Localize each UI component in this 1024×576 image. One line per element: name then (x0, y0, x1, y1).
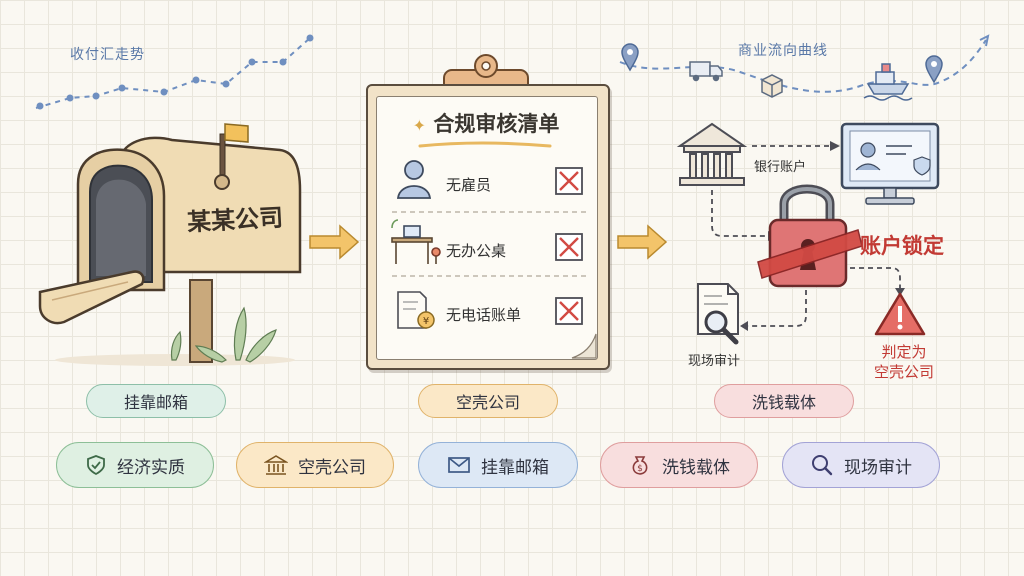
legend-economic-substance: 经济实质 (56, 442, 214, 488)
checklist-item-no-employees: 无雇员 (446, 176, 492, 194)
bank-icon (676, 122, 748, 186)
arrow-right-icon (309, 224, 360, 260)
mailbox-illustration (38, 123, 302, 366)
shield-check-icon (87, 455, 105, 476)
monitor-icon (840, 122, 940, 205)
sparkle-icon: ✦ (412, 116, 427, 135)
checklist-item-no-phone-bill: 无电话账单 (446, 306, 522, 324)
plant-icon (170, 306, 277, 363)
audit-document-icon (697, 283, 739, 345)
truck-icon (689, 61, 723, 82)
shell-company-caption: 空壳公司 (418, 384, 558, 418)
trend-line-right (619, 34, 990, 101)
person-icon (396, 160, 432, 199)
package-icon (761, 74, 783, 98)
legend-laundering-vehicle: $ 洗钱载体 (600, 442, 758, 488)
svg-text:$: $ (637, 464, 643, 474)
bank-icon (264, 455, 288, 475)
legend-mailbox: 挂靠邮箱 (418, 442, 578, 488)
magnifier-icon (812, 455, 833, 476)
bank-account-label: 银行账户 (754, 160, 807, 175)
money-bag-icon: $ (632, 456, 648, 475)
account-locked-label: 账户锁定 (860, 234, 944, 258)
location-pin-icon (621, 43, 639, 72)
checkbox-x-icon (555, 233, 583, 261)
onsite-audit-label: 现场审计 (688, 354, 741, 369)
checklist-item-no-desk: 无办公桌 (446, 242, 507, 260)
legend-onsite-audit: 现场审计 (782, 442, 940, 488)
checkbox-x-icon (555, 167, 583, 195)
svg-text:¥: ¥ (423, 316, 429, 327)
mailbox-caption: 挂靠邮箱 (86, 384, 226, 418)
envelope-icon (448, 457, 470, 473)
warning-icon (874, 292, 926, 336)
laundering-caption: 洗钱载体 (714, 384, 854, 418)
bill-icon: ¥ (397, 291, 435, 329)
flow-connectors (711, 145, 901, 327)
arrow-right-icon (617, 224, 668, 260)
ship-icon (863, 63, 913, 101)
padlock-icon (757, 184, 863, 288)
trend-line-left (35, 34, 314, 110)
trend-left-label: 收付汇走势 (70, 47, 145, 63)
trend-right-label: 商业流向曲线 (738, 43, 828, 59)
checklist-title: ✦ 合规审核清单 (412, 112, 560, 136)
desk-icon (391, 219, 441, 264)
checkbox-x-icon (555, 297, 583, 325)
location-pin-icon (925, 55, 943, 84)
legend-shell-company: 空壳公司 (236, 442, 394, 488)
verdict-label: 判定为 空壳公司 (873, 343, 934, 381)
